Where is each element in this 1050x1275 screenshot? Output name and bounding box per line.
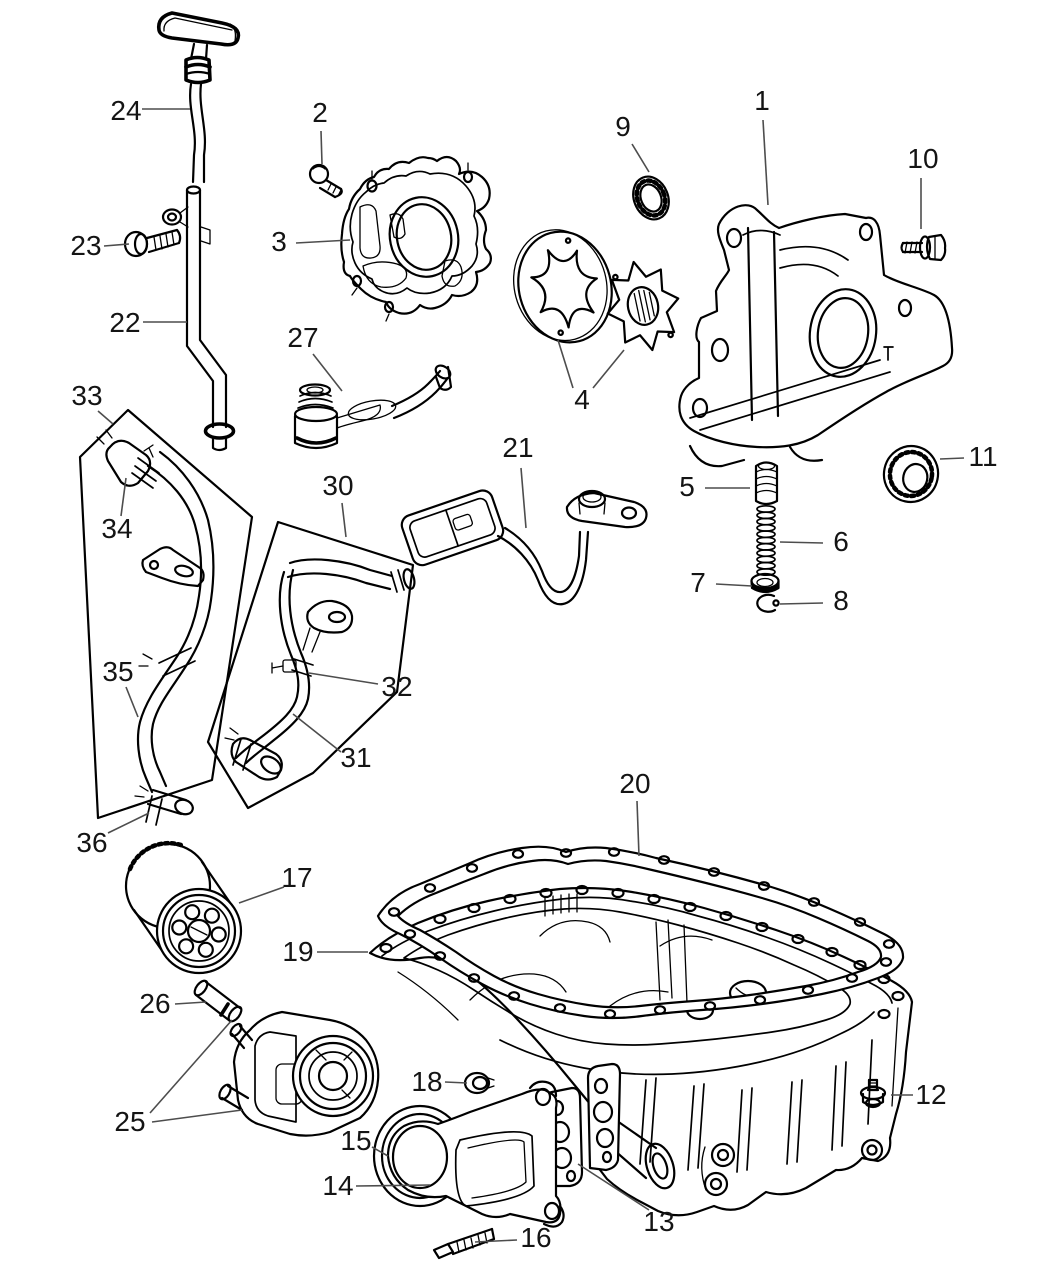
tube-kit-box-outline xyxy=(206,520,416,810)
callout-14: 14 xyxy=(322,1170,353,1201)
leader-line-8 xyxy=(779,602,824,605)
leader-line-16 xyxy=(474,1239,518,1243)
leader-line-1 xyxy=(762,119,769,206)
part-cooler-connector xyxy=(193,979,243,1023)
callout-4: 4 xyxy=(574,384,590,415)
leader-line-34 xyxy=(120,477,127,517)
leader-line-13 xyxy=(577,1163,650,1211)
part-relief-valve-piston xyxy=(754,461,779,506)
callout-35: 35 xyxy=(102,656,133,687)
callout-33: 33 xyxy=(71,380,102,411)
callout-8: 8 xyxy=(833,585,849,616)
part-relief-valve-snap-ring xyxy=(756,593,780,613)
part-tube-bolt xyxy=(123,228,182,258)
part-oil-pump-body xyxy=(678,204,954,468)
callout-2: 2 xyxy=(312,97,328,128)
leader-line-11 xyxy=(939,457,965,460)
callout-27: 27 xyxy=(287,322,318,353)
callout-32: 32 xyxy=(381,671,412,702)
leader-line-3 xyxy=(295,239,351,244)
leader-line-4 xyxy=(557,339,574,389)
callout-6: 6 xyxy=(833,526,849,557)
leader-line-23 xyxy=(103,243,130,247)
leader-line-18 xyxy=(444,1081,468,1084)
part-oring-seal xyxy=(632,175,670,221)
callout-20: 20 xyxy=(619,768,650,799)
leader-line-6 xyxy=(779,541,824,544)
callout-17: 17 xyxy=(281,862,312,893)
leader-line-20 xyxy=(636,800,640,857)
callout-21: 21 xyxy=(502,432,533,463)
part-oil-pan xyxy=(368,884,914,1217)
part-pan-gasket xyxy=(376,845,905,1020)
part-relief-valve-spring xyxy=(756,504,776,577)
hose-kit-box-outline xyxy=(78,408,254,826)
leader-line-2 xyxy=(320,130,323,165)
part-stud-bolt xyxy=(432,1227,496,1260)
callout-18: 18 xyxy=(411,1066,442,1097)
callout-3: 3 xyxy=(271,226,287,257)
callout-30: 30 xyxy=(322,470,353,501)
callout-22: 22 xyxy=(109,307,140,338)
part-pump-bolt-small xyxy=(308,163,343,199)
leader-line-25 xyxy=(149,1019,233,1114)
leader-line-33 xyxy=(97,410,114,425)
callout-1: 1 xyxy=(754,85,770,116)
leader-line-36 xyxy=(107,812,150,834)
leader-line-31 xyxy=(292,713,342,753)
leader-line-32 xyxy=(308,672,379,685)
leader-line-35 xyxy=(125,686,139,718)
part-dipstick-tube xyxy=(161,185,236,452)
part-dipstick xyxy=(156,11,241,184)
callout-26: 26 xyxy=(139,988,170,1019)
leader-line-15 xyxy=(371,1146,389,1157)
part-oil-filter xyxy=(124,840,243,975)
leader-line-14 xyxy=(355,1184,431,1187)
callout-11: 11 xyxy=(968,441,997,472)
part-pan-plug xyxy=(463,1071,495,1095)
leader-line-9 xyxy=(631,143,650,173)
leader-line-27 xyxy=(312,353,343,392)
part-pump-rotors xyxy=(512,229,680,352)
callout-25: 25 xyxy=(114,1106,145,1137)
leader-line-21 xyxy=(520,467,527,529)
callout-36: 36 xyxy=(76,827,107,858)
part-pickup-tube xyxy=(400,489,648,606)
part-oil-pump-cover xyxy=(340,155,492,322)
callout-9: 9 xyxy=(615,111,631,142)
part-pump-bolt-large xyxy=(900,233,947,262)
leader-line-30 xyxy=(341,502,347,538)
callout-23: 23 xyxy=(70,230,101,261)
part-crank-seal xyxy=(882,444,940,504)
part-oil-cooler xyxy=(218,1010,380,1137)
leader-line-26 xyxy=(174,1001,207,1005)
callout-15: 15 xyxy=(340,1125,371,1156)
callout-10: 10 xyxy=(907,143,938,174)
leader-line-4-1 xyxy=(592,349,625,389)
callout-16: 16 xyxy=(520,1222,551,1253)
callout-layer: 1234567891011121314151617181920212223242… xyxy=(70,85,997,1253)
leader-line-17 xyxy=(238,886,285,904)
leader-line-25-1 xyxy=(151,1109,243,1123)
callout-34: 34 xyxy=(101,513,132,544)
callout-7: 7 xyxy=(690,567,706,598)
part-relief-valve-cup xyxy=(750,572,780,594)
callout-24: 24 xyxy=(110,95,141,126)
leader-line-7 xyxy=(715,583,753,587)
part-inlet-adapter xyxy=(386,1080,565,1228)
callout-12: 12 xyxy=(915,1079,946,1110)
callout-13: 13 xyxy=(643,1206,674,1237)
part-pickup-fitting xyxy=(293,364,453,450)
callout-19: 19 xyxy=(282,936,313,967)
callout-5: 5 xyxy=(679,471,695,502)
part-drain-bolt xyxy=(859,1078,887,1109)
line-art xyxy=(78,11,954,1260)
callout-31: 31 xyxy=(340,742,371,773)
